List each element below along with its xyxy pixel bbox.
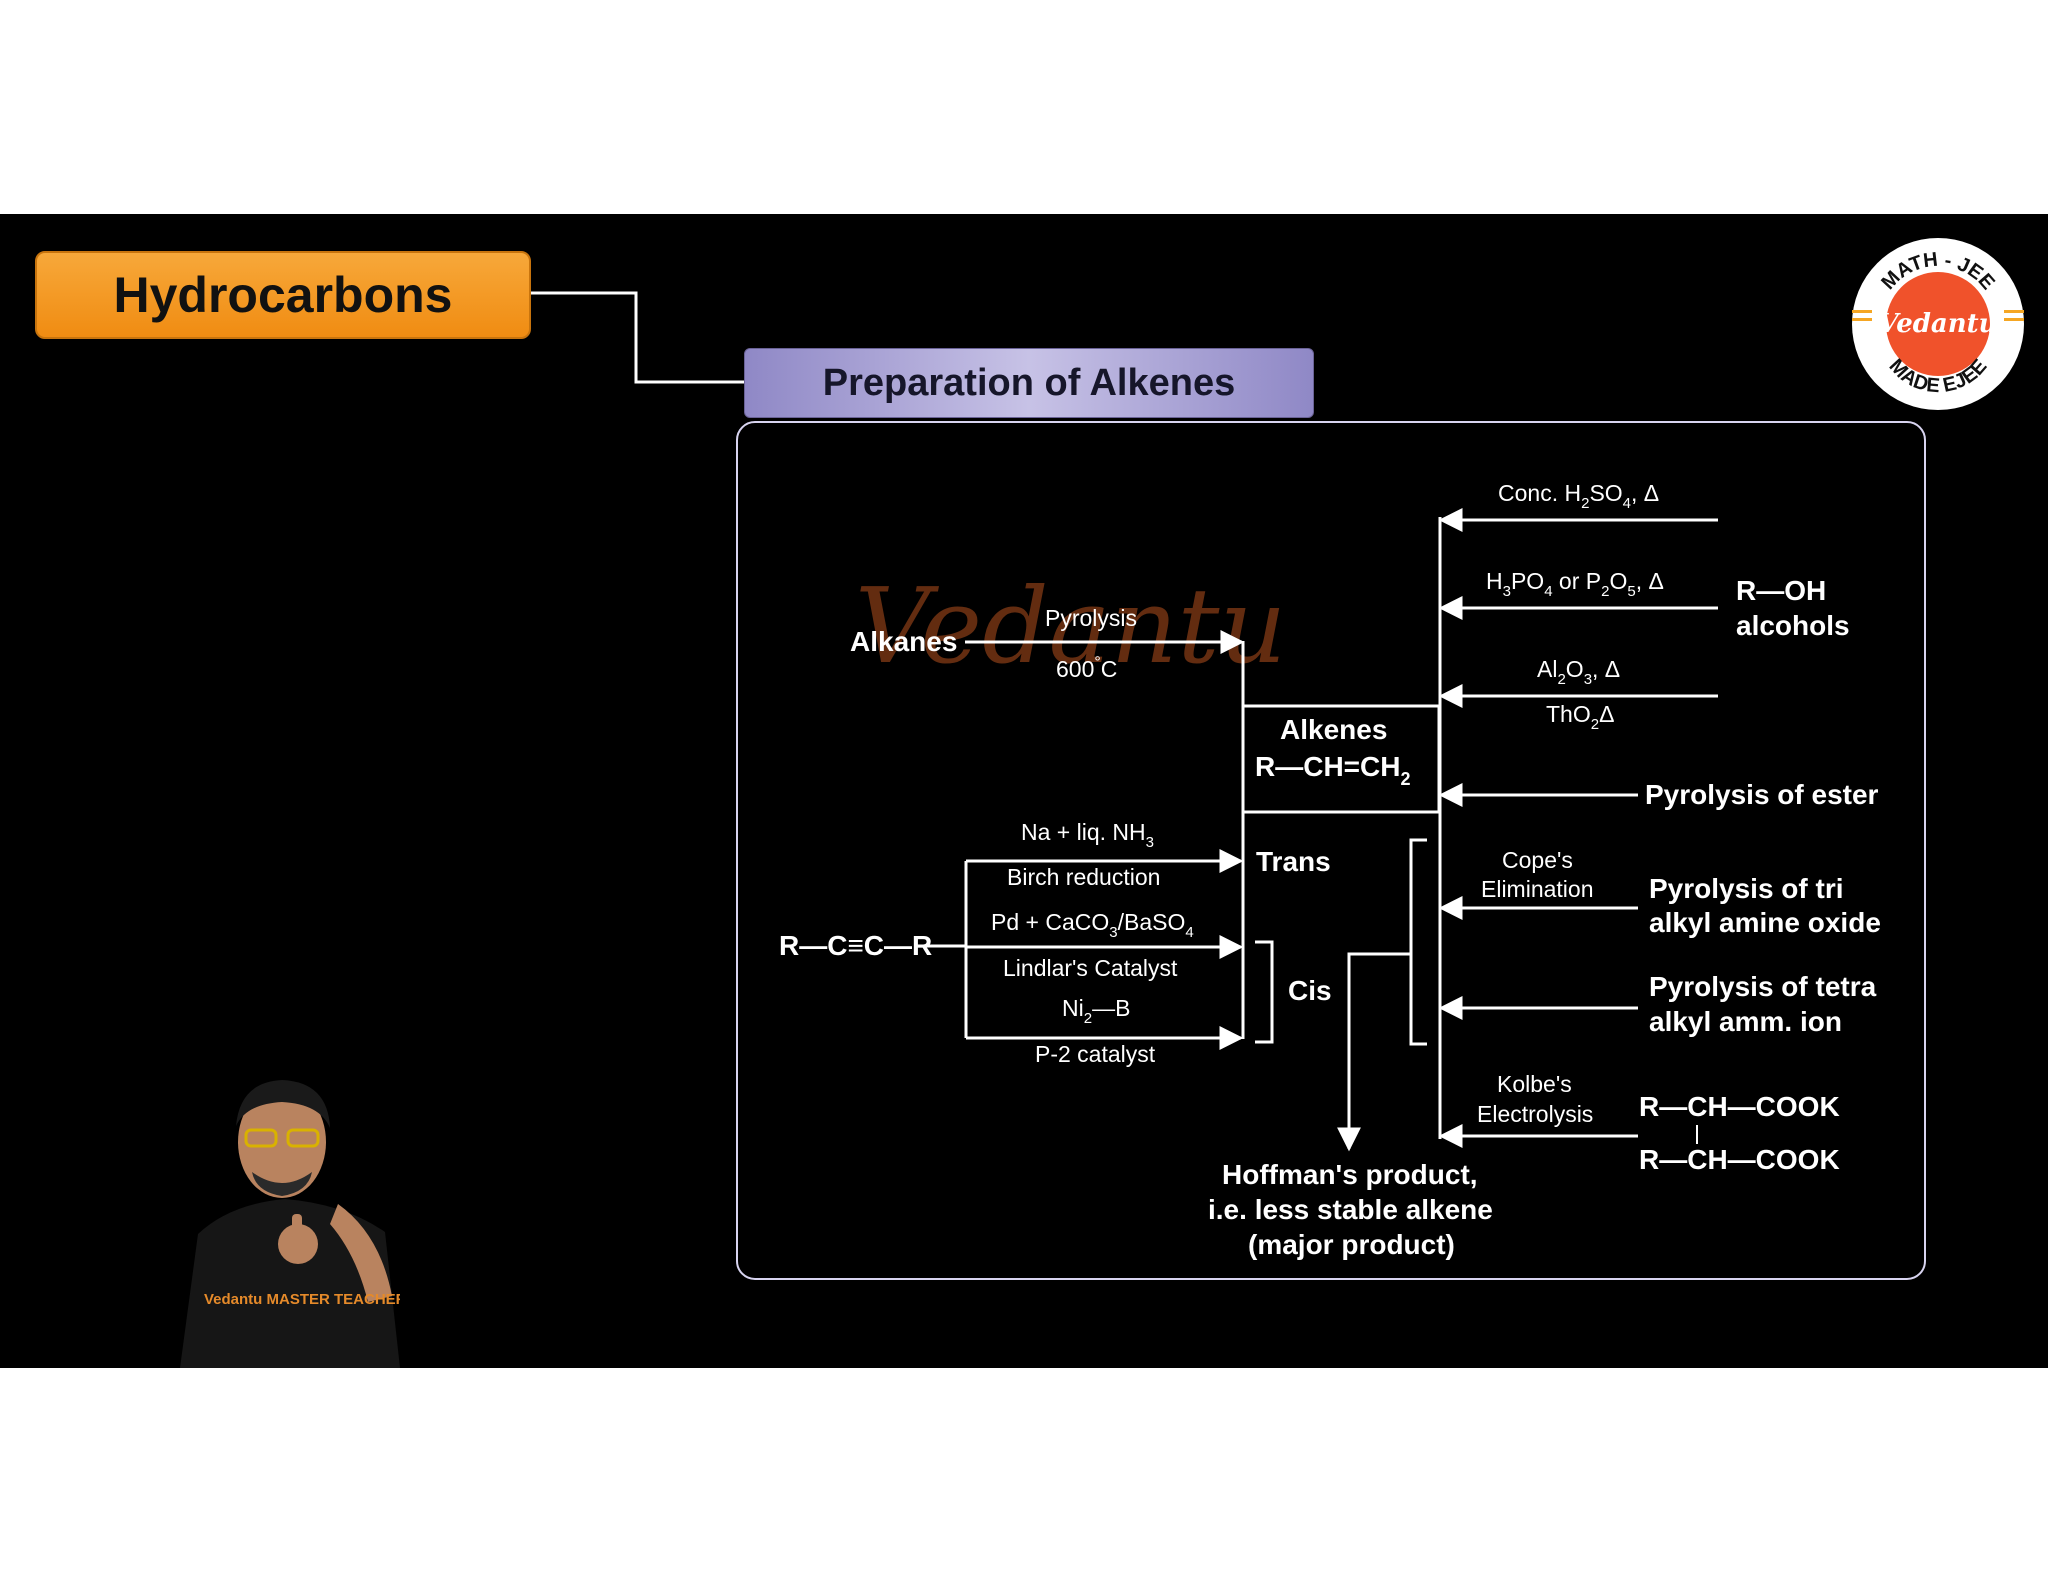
ni2b-label: Ni2—B bbox=[1062, 995, 1130, 1027]
logo-brand-text: Vedantu bbox=[1878, 309, 1997, 339]
tetra-alkyl-label-2: alkyl amm. ion bbox=[1649, 1006, 1842, 1037]
roh-label: R—OH bbox=[1736, 575, 1826, 606]
vedantu-logo: MATH - JEE MADE EJEE Vedantu bbox=[1852, 238, 2024, 410]
alkenes-formula: R—CH=CH2 bbox=[1255, 751, 1410, 789]
na-nh3-label: Na + liq. NH3 bbox=[1021, 819, 1154, 851]
hoffman-label-1: Hoffman's product, bbox=[1222, 1159, 1478, 1190]
cook-label-1: R—CH—COOK bbox=[1639, 1091, 1840, 1122]
kolbe-label-2: Electrolysis bbox=[1477, 1101, 1593, 1127]
p2-catalyst-label: P-2 catalyst bbox=[1035, 1041, 1156, 1067]
al2o3-label: Al2O3, Δ bbox=[1537, 656, 1620, 688]
birch-label: Birch reduction bbox=[1007, 864, 1160, 890]
cis-bracket bbox=[1255, 940, 1274, 1044]
pd-caco3-label: Pd + CaCO3/BaSO4 bbox=[991, 909, 1194, 941]
title-badge: Hydrocarbons bbox=[35, 251, 531, 339]
kolbe-label-1: Kolbe's bbox=[1497, 1071, 1572, 1097]
subtitle-badge: Preparation of Alkenes bbox=[744, 348, 1314, 418]
cook-label-2: R—CH—COOK bbox=[1639, 1144, 1840, 1175]
slide: Vedantu Alkanes Pyrolysis 600°C Alkenes … bbox=[0, 214, 2048, 1368]
watermark-text: Vedantu bbox=[855, 565, 1286, 687]
cis-label: Cis bbox=[1288, 975, 1332, 1006]
tri-alkyl-label-1: Pyrolysis of tri bbox=[1649, 873, 1844, 904]
tri-alkyl-label-2: alkyl amine oxide bbox=[1649, 907, 1881, 938]
title-connector-line bbox=[528, 291, 744, 384]
hoffman-bracket bbox=[1409, 838, 1427, 1046]
temperature-label: 600°C bbox=[1056, 654, 1117, 682]
hoffman-label-3: (major product) bbox=[1248, 1229, 1455, 1260]
page-title: Hydrocarbons bbox=[113, 267, 453, 323]
alkenes-title: Alkenes bbox=[1280, 714, 1387, 745]
conc-h2so4-label: Conc. H2SO4, Δ bbox=[1498, 480, 1659, 512]
presenter-shirt-text: Vedantu MASTER TEACHER bbox=[204, 1291, 400, 1308]
lindlar-label: Lindlar's Catalyst bbox=[1003, 955, 1178, 981]
alkanes-label: Alkanes bbox=[850, 626, 957, 657]
hoffman-label-2: i.e. less stable alkene bbox=[1208, 1194, 1493, 1225]
page-subtitle: Preparation of Alkenes bbox=[822, 361, 1236, 404]
pyrolysis-label: Pyrolysis bbox=[1045, 605, 1137, 631]
tho2-label: ThO2Δ bbox=[1546, 701, 1614, 733]
h3po4-label: H3PO4 or P2O5, Δ bbox=[1486, 568, 1664, 600]
tetra-alkyl-label-1: Pyrolysis of tetra bbox=[1649, 971, 1877, 1002]
presenter-image: Vedantu MASTER TEACHER bbox=[180, 1080, 400, 1368]
reaction-diagram: Vedantu Alkanes Pyrolysis 600°C Alkenes … bbox=[528, 291, 1926, 1280]
hoffman-arrow bbox=[1337, 952, 1411, 1152]
cope-label-2: Elimination bbox=[1481, 876, 1594, 902]
cope-label-1: Cope's bbox=[1502, 847, 1573, 873]
pyrolysis-ester-label: Pyrolysis of ester bbox=[1645, 779, 1879, 810]
alkyne-label: R—C≡C—R bbox=[779, 930, 932, 961]
alcohols-label: alcohols bbox=[1736, 610, 1850, 641]
trans-label: Trans bbox=[1256, 846, 1331, 877]
diagram-frame bbox=[736, 421, 1926, 1280]
